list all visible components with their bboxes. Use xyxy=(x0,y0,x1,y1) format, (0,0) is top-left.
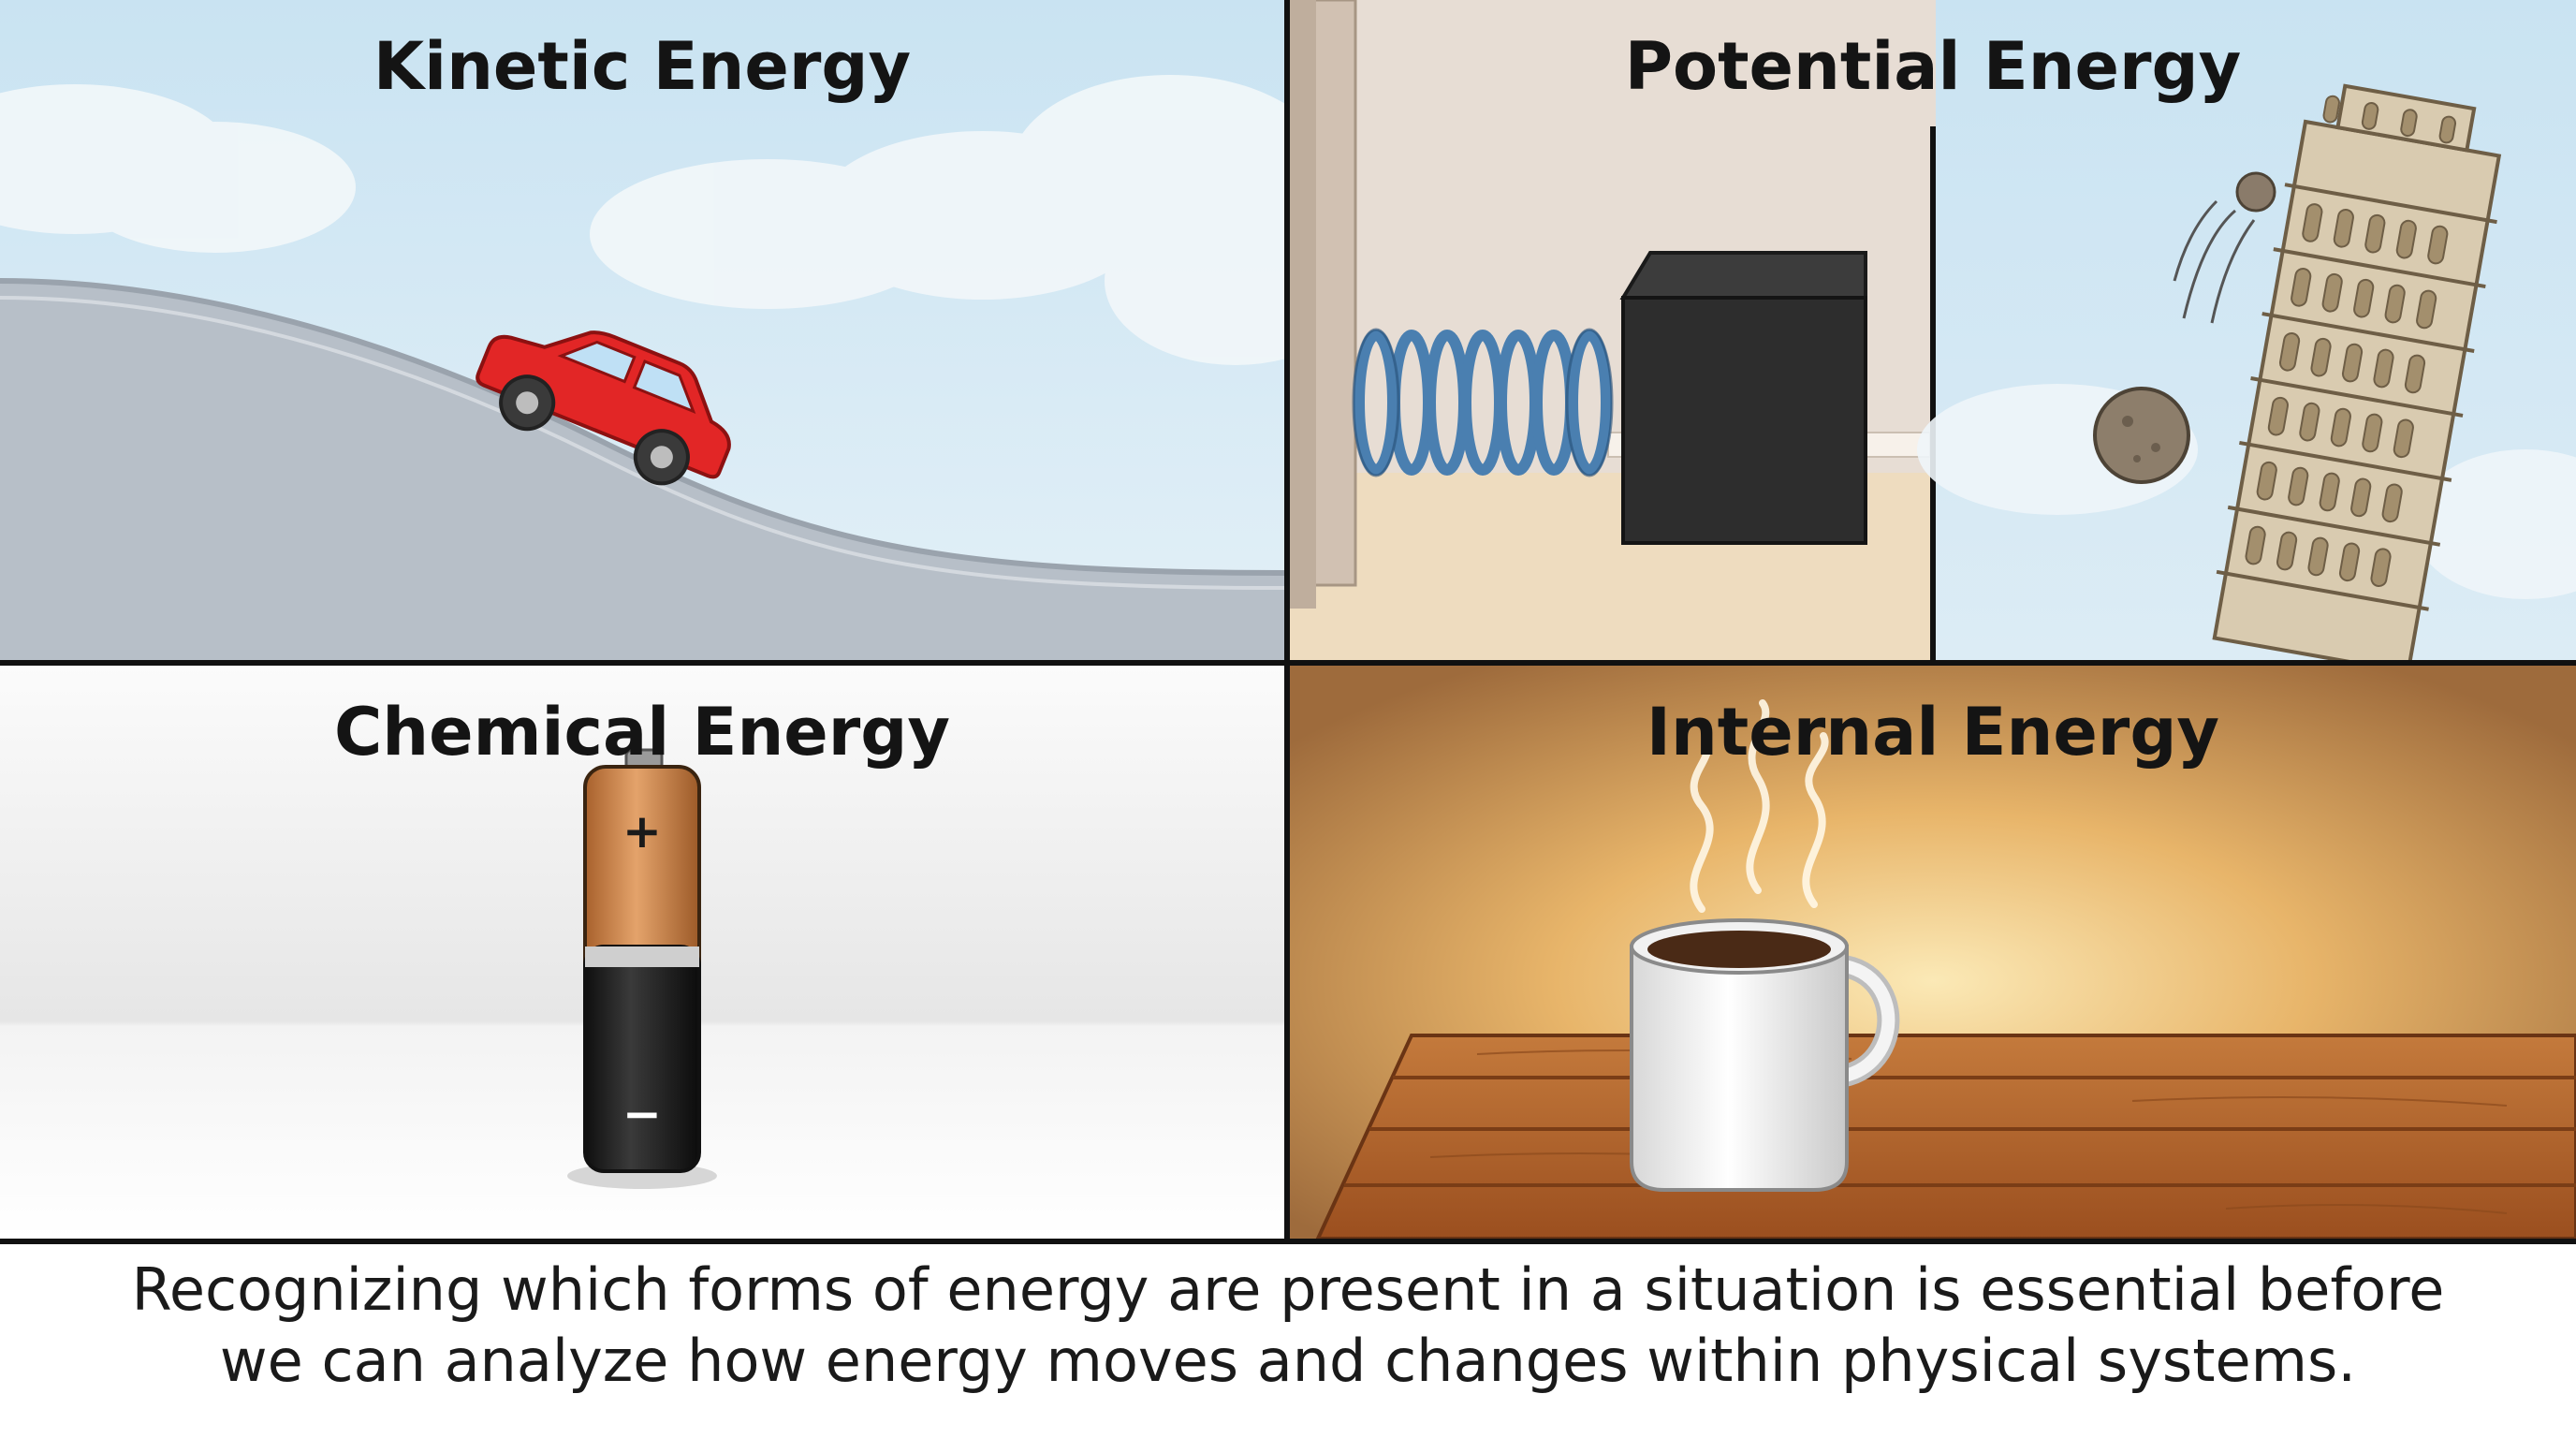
horizontal-divider xyxy=(0,660,2576,666)
chemical-energy-title: Chemical Energy xyxy=(333,694,951,770)
block-icon xyxy=(1619,251,1867,545)
chemical-scene xyxy=(0,666,1284,1239)
vertical-divider xyxy=(1284,0,1290,1239)
rock-top xyxy=(2235,171,2276,213)
caption-line-2: we can analyze how energy moves and chan… xyxy=(219,1327,2357,1395)
bottom-divider xyxy=(0,1239,2576,1244)
clouds xyxy=(0,75,1284,365)
rock-icon xyxy=(2093,387,2190,484)
internal-energy-title: Internal Energy xyxy=(1646,694,2220,770)
potential-energy-panel: Potential Energy xyxy=(1290,0,2576,660)
wooden-table xyxy=(1315,1034,2576,1239)
car-icon xyxy=(476,330,731,486)
kinetic-energy-title: Kinetic Energy xyxy=(373,28,912,105)
kinetic-scene xyxy=(0,0,1284,660)
chemical-energy-panel: Chemical Energy + − xyxy=(0,666,1284,1239)
steam-icon xyxy=(1690,699,1829,913)
mug-icon xyxy=(1630,918,1900,1192)
kinetic-energy-panel: Kinetic Energy xyxy=(0,0,1284,660)
internal-energy-panel: Internal Energy xyxy=(1290,666,2576,1239)
battery-icon xyxy=(583,748,701,1173)
spring-icon xyxy=(1354,330,1612,476)
potential-energy-title: Potential Energy xyxy=(1624,28,2242,105)
caption-line-1: Recognizing which forms of energy are pr… xyxy=(131,1255,2445,1324)
battery-negative-symbol: − xyxy=(622,1087,662,1141)
tower-icon xyxy=(2212,83,2502,660)
caption: Recognizing which forms of energy are pr… xyxy=(0,1255,2576,1397)
internal-scene xyxy=(1290,666,2576,1239)
fall-motion-lines xyxy=(2173,199,2256,324)
potential-scene xyxy=(1290,0,2576,660)
battery-positive-symbol: + xyxy=(622,804,662,858)
